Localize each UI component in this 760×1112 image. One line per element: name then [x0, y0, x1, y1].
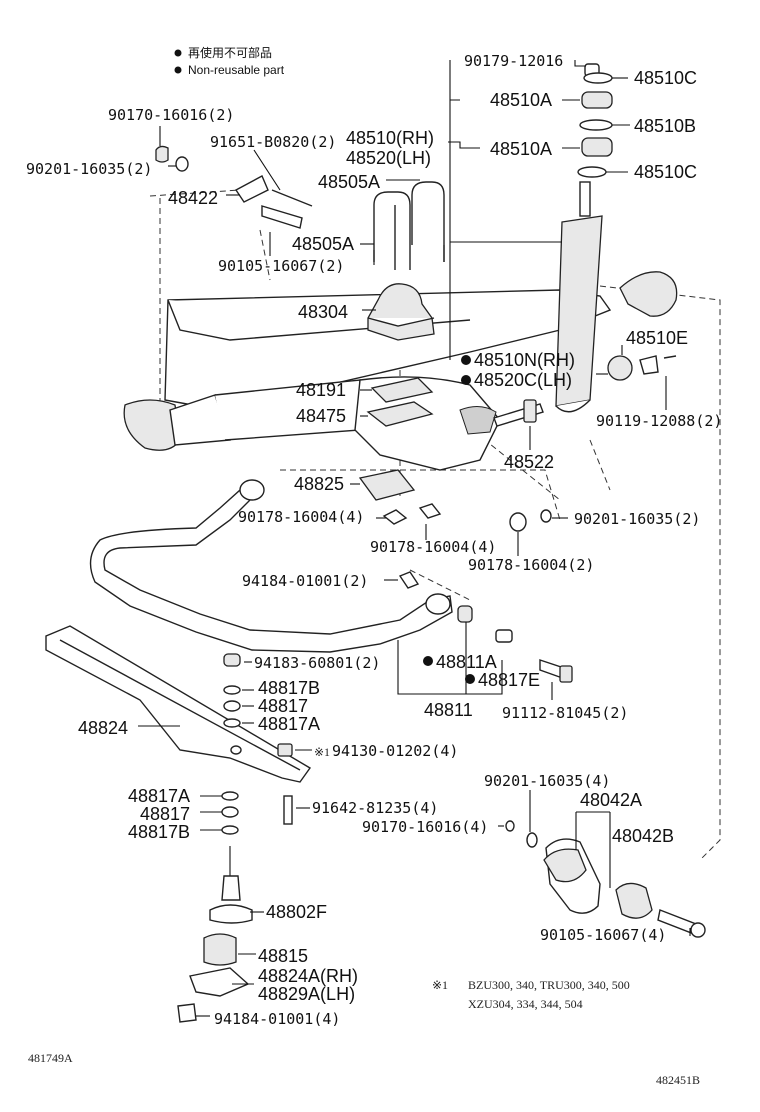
- illustration-code-right: 482451B: [656, 1073, 700, 1087]
- label-48520c-lh: 48520C(LH): [474, 370, 572, 390]
- legend-dot-icon: [174, 49, 182, 57]
- part-labels: 90170-16016(2) 90201-16035(2) 91651-B082…: [26, 52, 722, 1028]
- label-91112-81045-2: 91112-81045(2): [502, 704, 628, 722]
- label-90178-16004-2: 90178-16004(2): [468, 556, 594, 574]
- footnote-mark: ※1: [432, 978, 448, 992]
- label-90178-16004-4a: 90178-16004(4): [238, 508, 364, 526]
- label-48817e: 48817E: [478, 670, 540, 690]
- label-48510a-1: 48510A: [490, 90, 552, 110]
- shackle: [505, 820, 706, 938]
- illustration-code-left: 481749A: [28, 1051, 73, 1065]
- label-48042a: 48042A: [580, 790, 642, 810]
- label-48829a-lh: 48829A(LH): [258, 984, 355, 1004]
- non-reusable-dot-icon: [461, 375, 471, 385]
- label-48475: 48475: [296, 406, 346, 426]
- footnote: ※1 BZU300, 340, TRU300, 340, 500 XZU304,…: [432, 978, 630, 1011]
- label-94130-01202-4: 94130-01202(4): [332, 742, 458, 760]
- label-48815: 48815: [258, 946, 308, 966]
- ref-mark: ※1: [314, 745, 330, 759]
- label-91642-81235-4: 91642-81235(4): [312, 799, 438, 817]
- label-48824a-rh: 48824A(RH): [258, 966, 358, 986]
- label-48191: 48191: [296, 380, 346, 400]
- label-90105-16067-4: 90105-16067(4): [540, 926, 666, 944]
- label-91651-b0820-2: 91651-B0820(2): [210, 133, 336, 151]
- label-90119-12088-2: 90119-12088(2): [596, 412, 722, 430]
- leader-lines: [138, 60, 691, 1017]
- label-48510a-2: 48510A: [490, 139, 552, 159]
- label-48811: 48811: [424, 700, 473, 720]
- fasteners: [155, 145, 573, 683]
- label-48505a-top: 48505A: [318, 172, 380, 192]
- label-90170-16016-2: 90170-16016(2): [108, 106, 234, 124]
- label-48817b-2: 48817B: [128, 822, 190, 842]
- label-48304: 48304: [298, 302, 348, 322]
- label-48510e: 48510E: [626, 328, 688, 348]
- label-90201-16035-2b: 90201-16035(2): [574, 510, 700, 528]
- label-90201-16035-4: 90201-16035(4): [484, 772, 610, 790]
- footnote-line2: XZU304, 334, 344, 504: [468, 997, 583, 1011]
- footnote-line1: BZU300, 340, TRU300, 340, 500: [468, 978, 630, 992]
- label-48824: 48824: [78, 718, 128, 738]
- label-48422: 48422: [168, 188, 218, 208]
- label-48510n-rh: 48510N(RH): [474, 350, 575, 370]
- label-90170-16016-4: 90170-16016(4): [362, 818, 488, 836]
- label-48510b: 48510B: [634, 116, 696, 136]
- label-90201-16035-2: 90201-16035(2): [26, 160, 152, 178]
- label-94184-01001-2: 94184-01001(2): [242, 572, 368, 590]
- label-48811a: 48811A: [436, 652, 497, 672]
- label-48817b-1: 48817B: [258, 678, 320, 698]
- label-48042b: 48042B: [612, 826, 674, 846]
- stud-bolt: [493, 399, 544, 427]
- label-48802f: 48802F: [266, 902, 327, 922]
- legend: 再使用不可部品 Non-reusable part: [174, 45, 285, 77]
- label-48817-1: 48817: [258, 696, 308, 716]
- bushing-stack: [221, 653, 293, 835]
- label-48817a-1: 48817A: [258, 714, 320, 734]
- label-90178-16004-4b: 90178-16004(4): [370, 538, 496, 556]
- plates: [358, 377, 434, 501]
- non-reusable-dot-icon: [465, 674, 475, 684]
- label-48522: 48522: [504, 452, 554, 472]
- legend-jp: 再使用不可部品: [188, 45, 272, 60]
- label-48825: 48825: [294, 474, 344, 494]
- label-94183-60801-2: 94183-60801(2): [254, 654, 380, 672]
- non-reusable-dot-icon: [423, 656, 433, 666]
- stabilizer-link: [177, 846, 253, 1023]
- legend-dot-icon: [174, 66, 182, 74]
- label-48817a-2: 48817A: [128, 786, 190, 806]
- label-48510c-1: 48510C: [634, 68, 697, 88]
- label-90105-16067-2: 90105-16067(2): [218, 257, 344, 275]
- label-48510c-2: 48510C: [634, 162, 697, 182]
- stabilizer-bar: [89, 479, 453, 653]
- label-48505a: 48505A: [292, 234, 354, 254]
- u-bolts: [373, 181, 445, 270]
- non-reusable-dot-icon: [461, 355, 471, 365]
- shock-absorber: [555, 63, 677, 413]
- label-90179-12016: 90179-12016: [464, 52, 563, 70]
- label-48817-2: 48817: [140, 804, 190, 824]
- label-48510-rh: 48510(RH): [346, 128, 434, 148]
- label-94184-01001-4: 94184-01001(4): [214, 1010, 340, 1028]
- crossmember: [45, 625, 312, 783]
- label-48520-lh: 48520(LH): [346, 148, 431, 168]
- legend-en: Non-reusable part: [188, 63, 285, 77]
- spring-seat: [367, 283, 435, 341]
